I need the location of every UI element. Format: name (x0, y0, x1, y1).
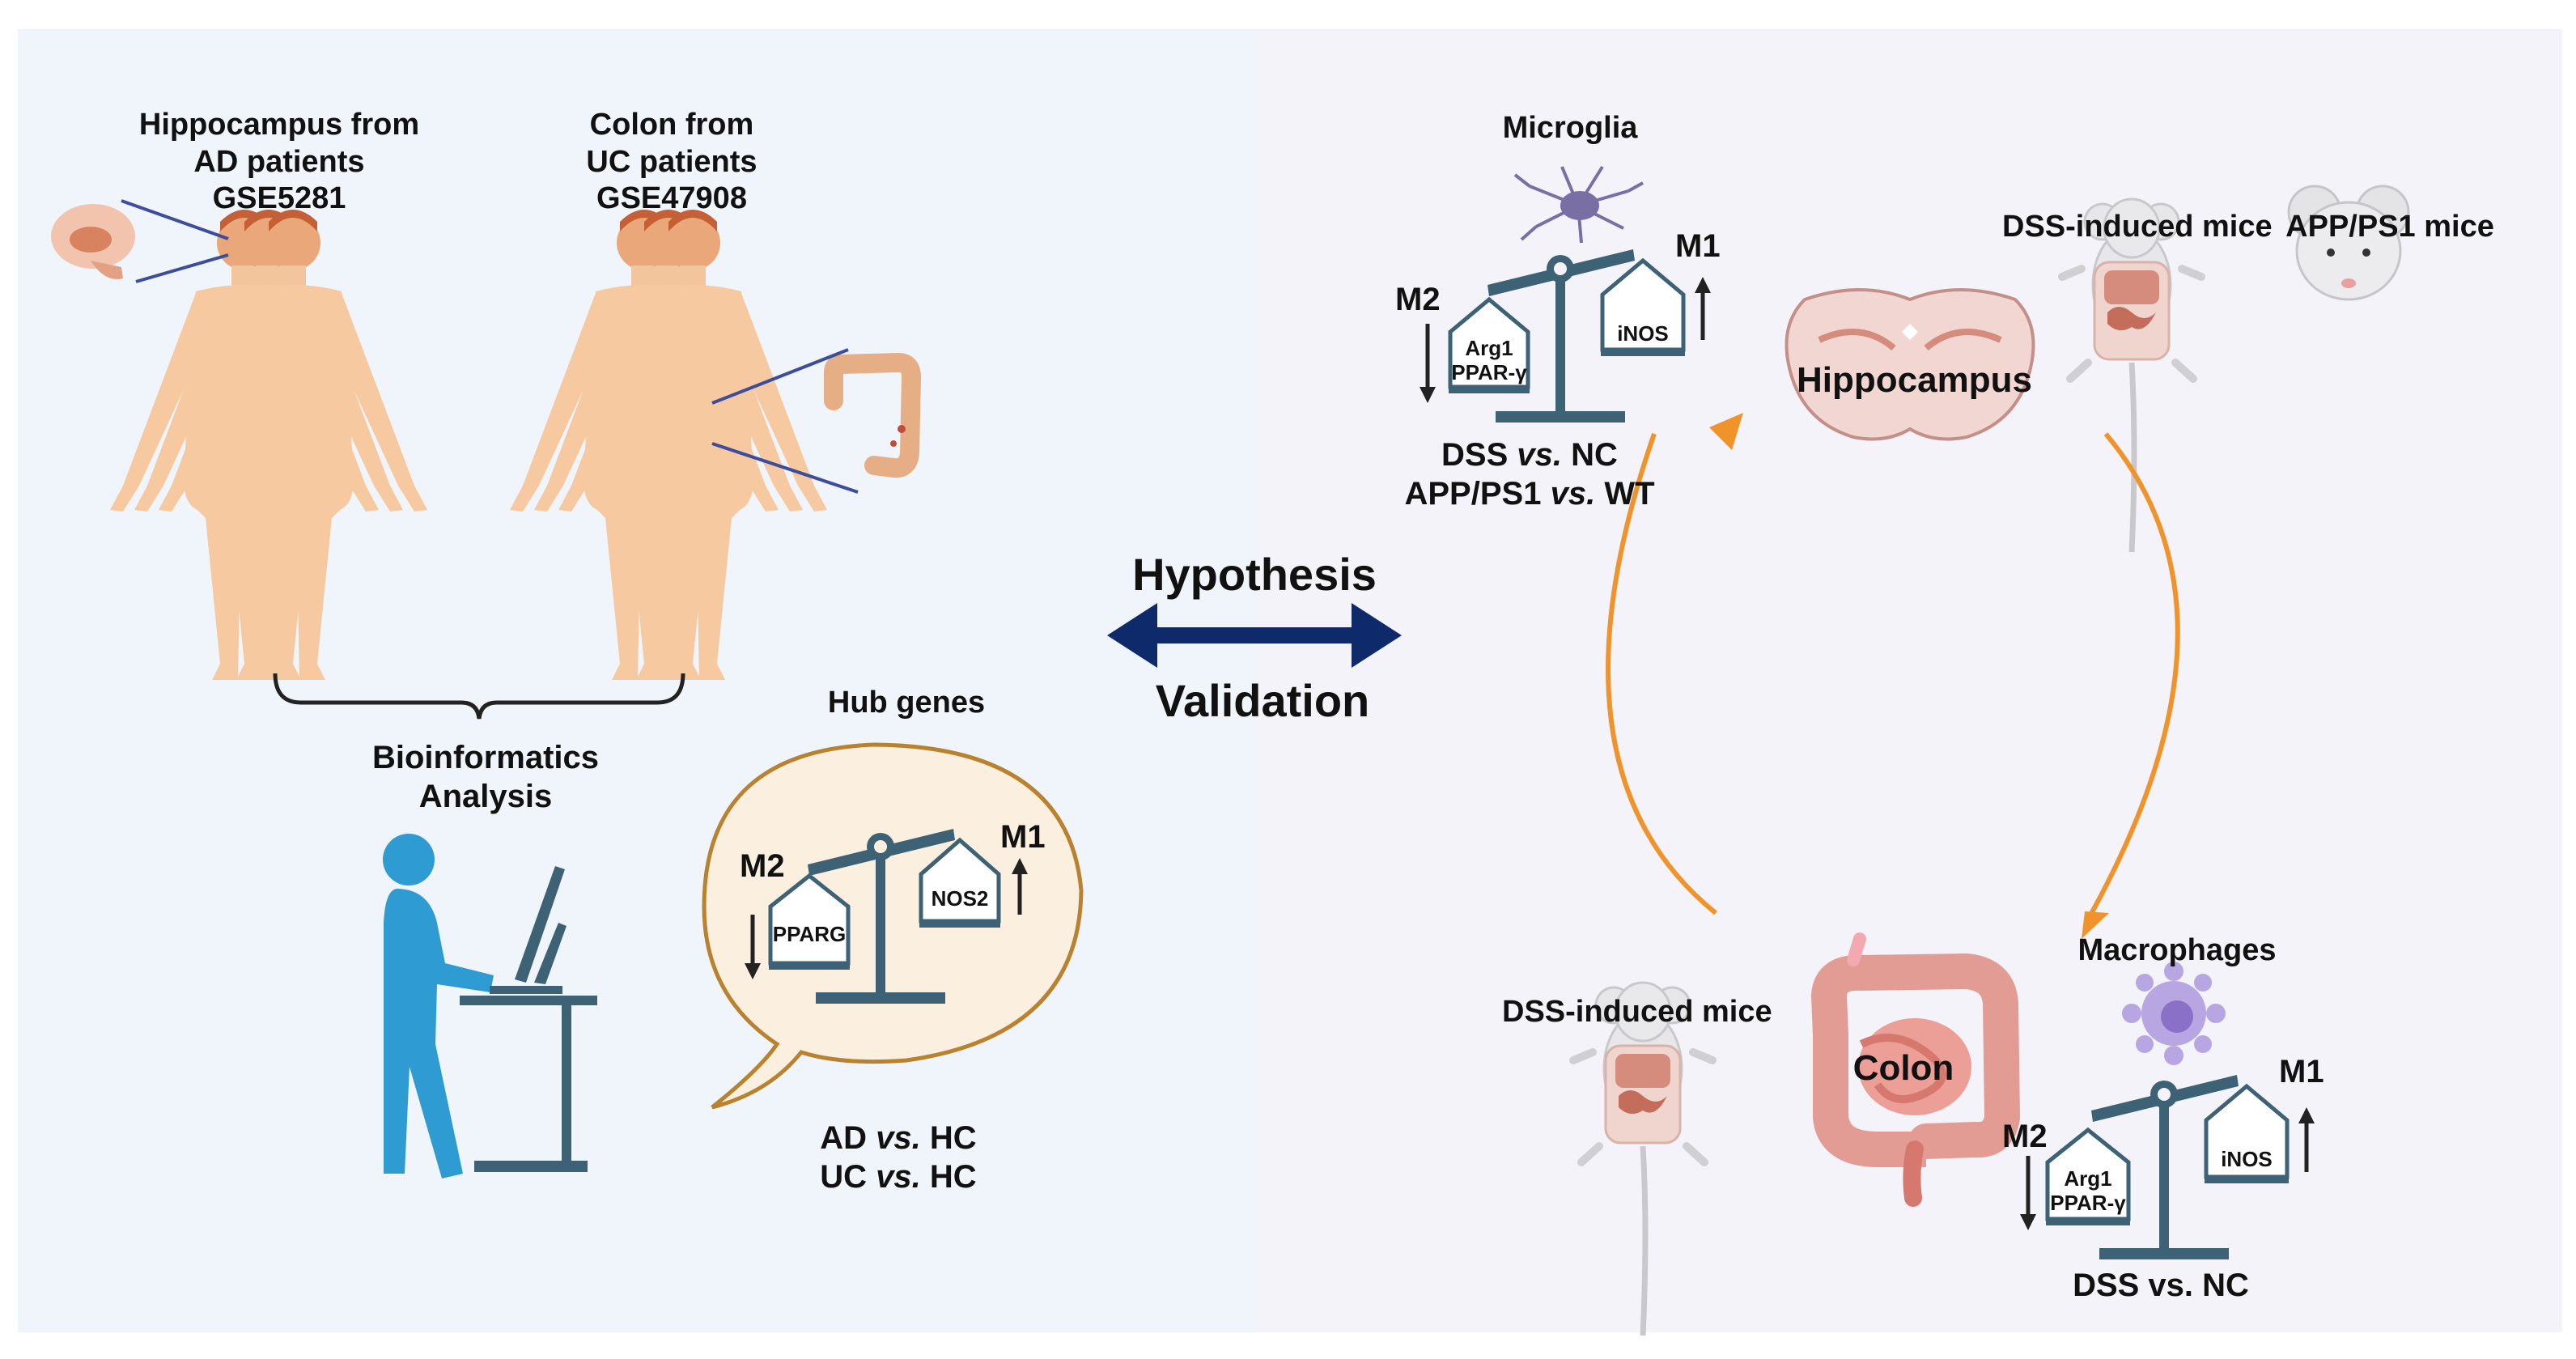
brain-icon (51, 199, 229, 283)
hub-m2-gene: PPARG (772, 922, 847, 946)
arrow-head-up (1709, 413, 1743, 450)
macrophages-m1-label: M1 (2279, 1054, 2324, 1089)
ad-patients-figures (110, 210, 427, 680)
app-ps1-mice-label: APP/PS1 mice (2285, 210, 2494, 244)
colon-intestine-icon (1810, 932, 2021, 1207)
microglia-m1-label: M1 (1675, 228, 1721, 264)
macrophage-cell-icon (2122, 962, 2226, 1065)
macrophages-m2-label: M2 (2002, 1119, 2048, 1154)
hub-m1-label: M1 (1000, 819, 1046, 855)
microglia-comparisons: DSS vs. NC APP/PS1 vs. WT (1404, 437, 1655, 512)
microglia-cell-icon (1513, 165, 1644, 244)
microglia-m1-gene: iNOS (1617, 321, 1669, 346)
macrophages-title: Macrophages (2077, 933, 2277, 967)
hypothesis-label: Hypothesis (1132, 549, 1377, 600)
hub-genes-balance (745, 829, 1028, 1004)
macrophages-m1-gene: iNOS (2221, 1147, 2273, 1171)
hub-m2-label: M2 (740, 848, 785, 884)
dss-mouse-bottom-icon (1573, 983, 1712, 1336)
app-ps1-mouse-icon (2287, 185, 2410, 301)
dss-mouse-top-icon (2062, 199, 2201, 552)
hippocampus-label: Hippocampus (1797, 360, 2032, 400)
hub-genes-bubble (702, 742, 1084, 1110)
hub-genes-title: Hub genes (827, 686, 986, 720)
hypothesis-validation-arrow (1107, 603, 1402, 668)
cycle-arrows (1606, 432, 2180, 921)
hub-m1-gene: NOS2 (931, 886, 989, 911)
brace (273, 673, 685, 720)
macrophage-balance (2020, 1075, 2315, 1259)
dss-mice-bottom-label: DSS-induced mice (1502, 995, 1772, 1029)
dss-mice-top-label: DSS-induced mice (2002, 210, 2273, 244)
uc-patients-figures (510, 210, 827, 680)
arrow-head-down (2082, 911, 2109, 939)
hub-comparisons: AD vs. HC UC vs. HC (820, 1120, 977, 1195)
microglia-m2-label: M2 (1395, 282, 1441, 317)
colon-icon (711, 348, 922, 494)
macrophages-comparison: DSS vs. NC (2073, 1268, 2249, 1303)
hippocampus-brain-section-icon (1785, 288, 2035, 441)
desk-icon (460, 866, 597, 1172)
microglia-title: Microglia (1502, 111, 1638, 145)
validation-label: Validation (1155, 675, 1370, 726)
colon-label: Colon (1852, 1048, 1954, 1088)
researcher-at-computer-icon (383, 834, 494, 1179)
microglia-balance (1420, 249, 1711, 423)
